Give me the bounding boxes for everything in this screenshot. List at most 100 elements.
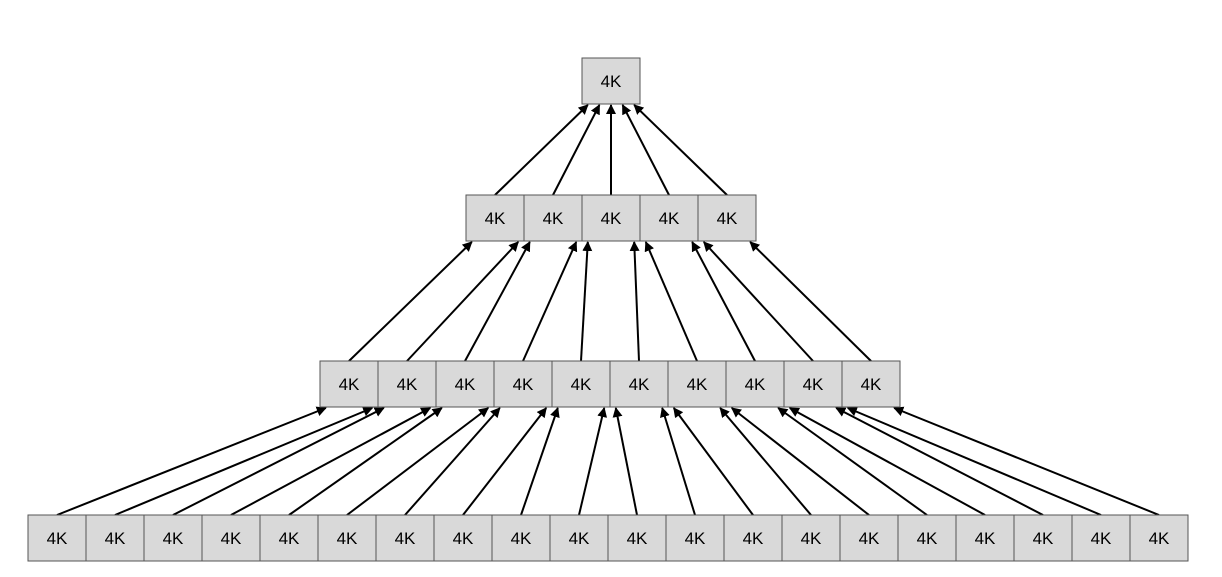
block-label: 4K <box>861 375 882 394</box>
level-3-block: 4K <box>27 514 87 562</box>
block-box <box>841 360 901 408</box>
level-3-block: 4K <box>839 514 899 562</box>
block-box <box>143 514 203 562</box>
block-label: 4K <box>453 529 474 548</box>
edge-arrow <box>464 241 531 362</box>
block-label: 4K <box>859 529 880 548</box>
block-box <box>839 514 899 562</box>
edge-arrow <box>731 407 870 516</box>
block-box <box>317 514 377 562</box>
root-row: 4K <box>581 57 641 105</box>
block-label: 4K <box>339 375 360 394</box>
edge-arrow <box>660 407 696 516</box>
level-2-block: 4K <box>609 360 669 408</box>
block-box <box>27 514 87 562</box>
level-3-block: 4K <box>723 514 783 562</box>
block-label: 4K <box>803 375 824 394</box>
edge-arrow <box>835 407 1044 516</box>
level-3-block: 4K <box>259 514 319 562</box>
block-box <box>465 194 525 242</box>
block-label: 4K <box>543 209 564 228</box>
block-box <box>201 514 261 562</box>
block-label: 4K <box>717 209 738 228</box>
edge-arrow <box>612 407 638 516</box>
block-label: 4K <box>1033 529 1054 548</box>
level-1-block: 4K <box>697 194 757 242</box>
level-2-block: 4K <box>551 360 611 408</box>
edge-arrow <box>462 407 547 516</box>
block-box <box>581 57 641 105</box>
block-box <box>955 514 1015 562</box>
block-box <box>551 360 611 408</box>
block-box <box>607 514 667 562</box>
block-box <box>667 360 727 408</box>
block-box <box>85 514 145 562</box>
block-label: 4K <box>513 375 534 394</box>
edge-arrow <box>172 407 385 516</box>
block-label: 4K <box>569 529 590 548</box>
level-3-block: 4K <box>491 514 551 562</box>
edge-arrow <box>114 406 374 516</box>
block-box <box>781 514 841 562</box>
edge-arrow <box>348 241 473 362</box>
block-label: 4K <box>337 529 358 548</box>
block-label: 4K <box>601 209 622 228</box>
edge-arrow <box>406 241 519 362</box>
level-3-block: 4K <box>665 514 725 562</box>
block-label: 4K <box>659 209 680 228</box>
level-3-block: 4K <box>1071 514 1131 562</box>
edge-arrow <box>346 407 489 516</box>
block-box <box>319 360 379 408</box>
edge-arrow <box>580 241 593 362</box>
level-1-block: 4K <box>581 194 641 242</box>
block-label: 4K <box>105 529 126 548</box>
level-3-block: 4K <box>375 514 435 562</box>
level-1-block: 4K <box>639 194 699 242</box>
edge-arrow <box>644 241 698 362</box>
block-label: 4K <box>47 529 68 548</box>
block-label: 4K <box>601 72 622 91</box>
level-3-block: 4K <box>781 514 841 562</box>
edge-arrow <box>749 241 872 362</box>
block-box <box>377 360 437 408</box>
block-box <box>491 514 551 562</box>
level-3-block: 4K <box>1129 514 1189 562</box>
edge-arrow <box>777 407 928 516</box>
level-2-block: 4K <box>841 360 901 408</box>
block-label: 4K <box>279 529 300 548</box>
block-box <box>725 360 785 408</box>
block-box <box>665 514 725 562</box>
level-3-block: 4K <box>433 514 493 562</box>
level-3-block: 4K <box>549 514 609 562</box>
level-2-block: 4K <box>725 360 785 408</box>
edge-arrow <box>672 407 754 516</box>
block-box <box>433 514 493 562</box>
block-label: 4K <box>627 529 648 548</box>
block-label: 4K <box>685 529 706 548</box>
edge-arrow <box>520 407 560 516</box>
level-3-block: 4K <box>1013 514 1073 562</box>
edge-arrow <box>633 104 728 196</box>
block-box <box>723 514 783 562</box>
block-box <box>783 360 843 408</box>
block-label: 4K <box>1149 529 1170 548</box>
edge-arrow <box>893 406 1160 516</box>
block-box <box>1129 514 1189 562</box>
level-3-block: 4K <box>201 514 261 562</box>
level-1-block: 4K <box>523 194 583 242</box>
edge-arrow <box>788 407 986 516</box>
block-label: 4K <box>163 529 184 548</box>
block-label: 4K <box>397 375 418 394</box>
edge-arrow <box>494 104 589 196</box>
level-3-block: 4K <box>955 514 1015 562</box>
block-box <box>375 514 435 562</box>
edge-arrow <box>629 241 640 362</box>
block-label: 4K <box>975 529 996 548</box>
block-label: 4K <box>511 529 532 548</box>
edge-arrow <box>288 407 443 516</box>
edge-arrow <box>691 241 756 362</box>
edge-arrow <box>846 406 1102 516</box>
edge-arrow <box>578 407 608 516</box>
